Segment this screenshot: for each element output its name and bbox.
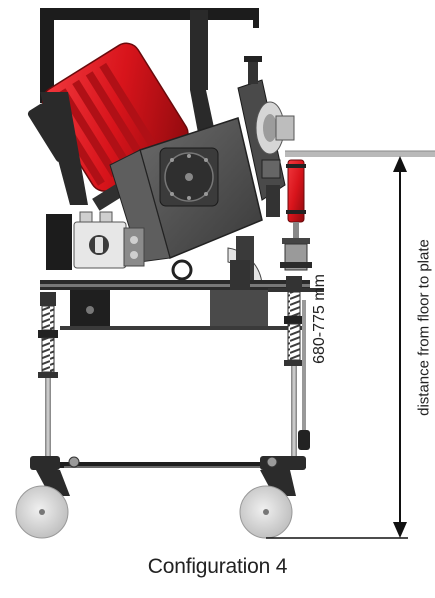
spring-icon-right [284, 276, 310, 464]
dimension-description-label: distance from floor to plate [415, 239, 433, 416]
caster-wheel-icon-right [239, 470, 296, 539]
dimension-value-label: 680-775 mm [311, 274, 328, 364]
chassis-frame [40, 260, 324, 330]
motor-icon [27, 42, 202, 211]
spindle-head [237, 56, 295, 217]
double-arrow-icon [393, 156, 407, 538]
figure-caption: Configuration 4 [147, 555, 288, 578]
hydraulic-cylinder [280, 159, 312, 271]
caster-wheel-icon [15, 470, 70, 539]
spring-icon [38, 292, 58, 464]
plate-line [285, 150, 435, 157]
bottom-cross-bar [30, 456, 306, 470]
gearbox-body [109, 117, 263, 263]
top-frame [40, 8, 259, 103]
control-box [46, 211, 145, 270]
